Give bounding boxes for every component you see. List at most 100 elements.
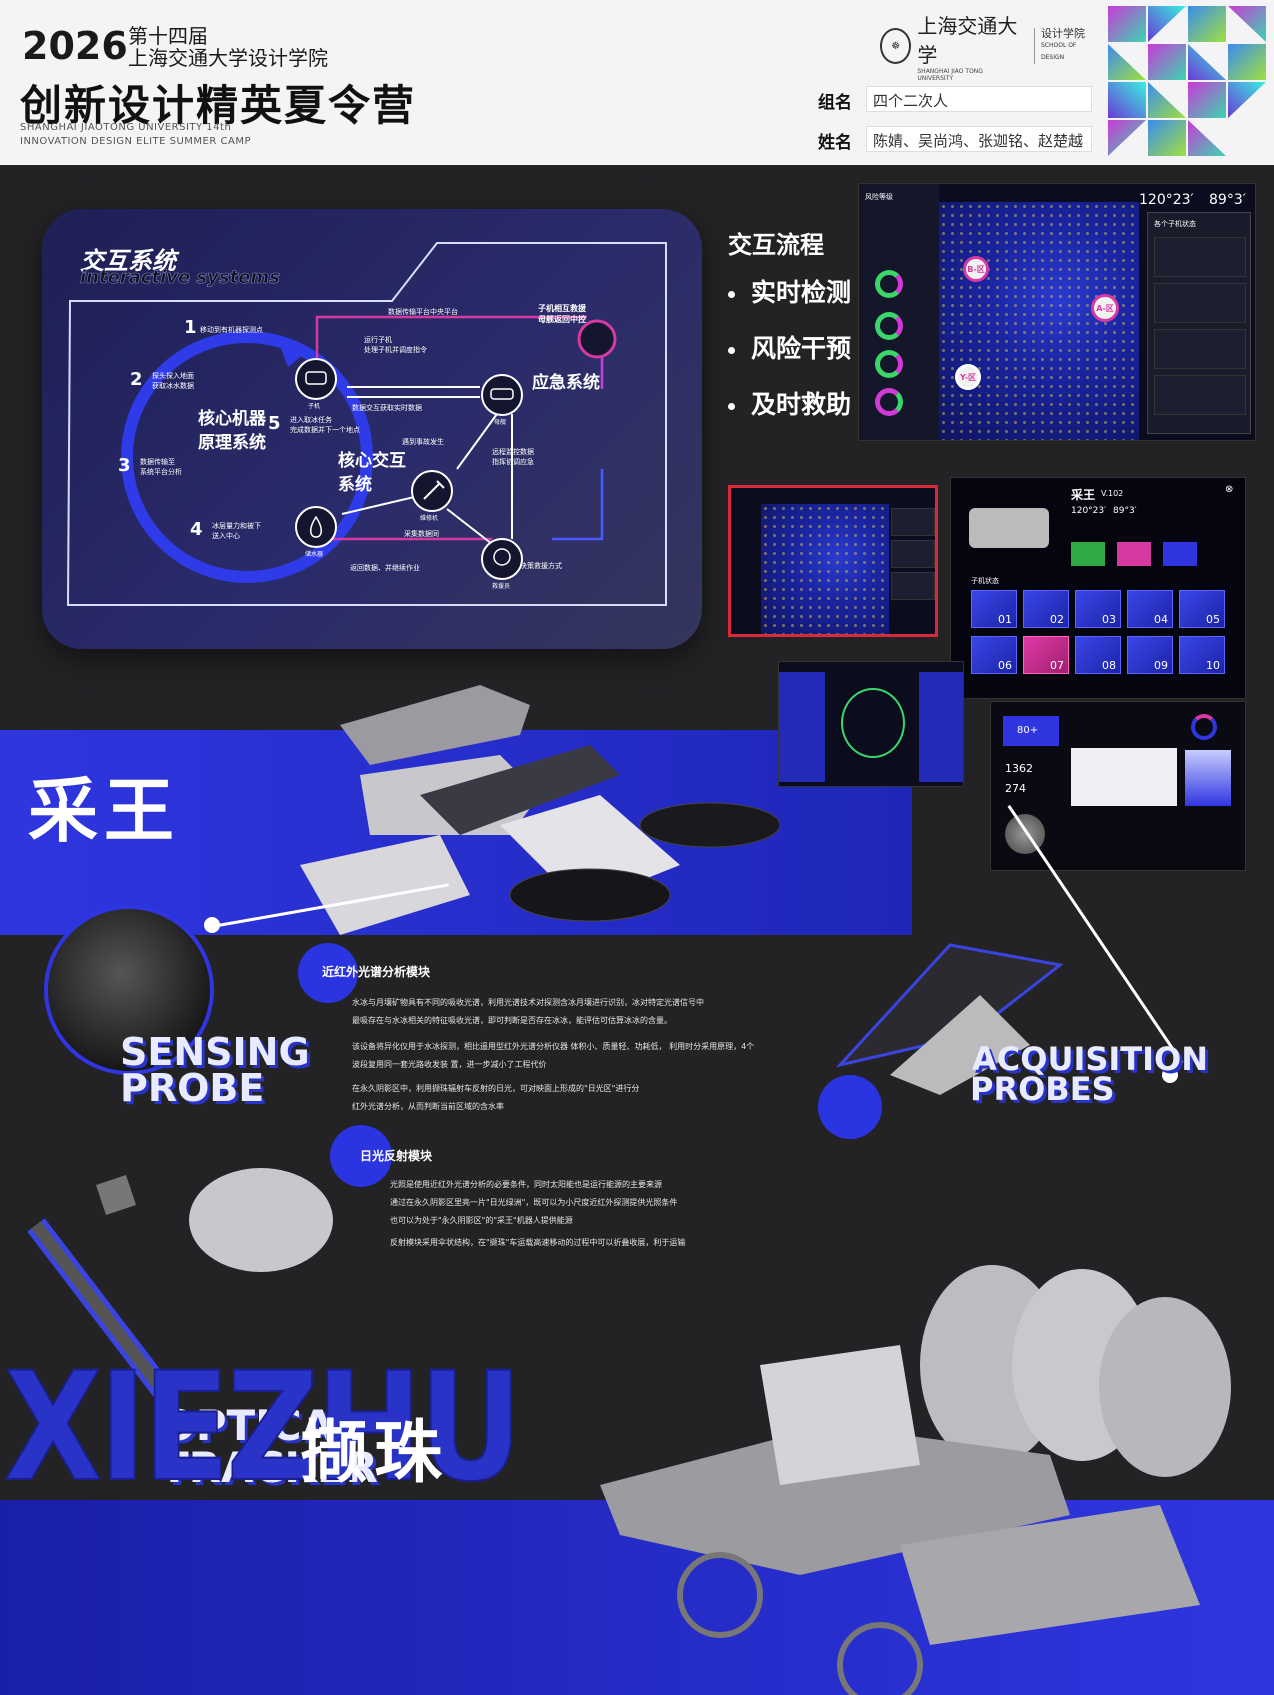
design-school-logo: 设计学院 SCHOOL OF DESIGN <box>1034 28 1090 64</box>
group-label: 组名 <box>818 93 852 113</box>
step-4-text: 冰层量力和被下 送入中心 <box>212 522 261 540</box>
nir-line-5: 在永久阴影区中，利用撷珠辐射车反射的日光，可对映面上形成的"日光区"进行分 <box>352 1084 640 1093</box>
sjtu-logo-en: SHANGHAI JIAO TONG UNIVERSITY <box>917 68 983 82</box>
unit-tile-06[interactable]: 06 <box>971 636 1017 674</box>
acquisition-title-2: PROBES <box>970 1070 1115 1108</box>
unit-card[interactable] <box>1154 375 1246 415</box>
step-1-text: 移动到有机器探测点 <box>200 326 263 334</box>
donut-gauge <box>1191 714 1217 740</box>
unit-tile-08[interactable]: 08 <box>1075 636 1121 674</box>
bullet-icon <box>728 402 735 410</box>
detail-section: 子机状态 <box>971 577 999 585</box>
bar-panel <box>1071 748 1177 806</box>
nir-line-2: 最吸存在与水冰相关的特征吸收光谱，即可判断是否存在冰冰，能评估可估算冰冰的含量。 <box>352 1016 672 1025</box>
coord-latitude: 89°3′ <box>1209 192 1246 208</box>
return-text: 子机相互救援 母舰返回中控 <box>538 304 586 324</box>
step-4-number: 4 <box>190 519 203 540</box>
status-chip-green <box>1071 542 1105 566</box>
zone-pin-y[interactable]: Y-区 <box>955 364 981 390</box>
flow-item-3: 及时救助 <box>728 385 851 421</box>
unit-tile-10[interactable]: 10 <box>1179 636 1225 674</box>
alert-hex-map <box>761 504 889 634</box>
optical-title-1: OPTICAL <box>160 1401 361 1450</box>
unit-tile-03[interactable]: 03 <box>1075 590 1121 628</box>
poster-header: 2026 第十四届 上海交通大学设计学院 创新设计精英夏令营 SHANGHAI … <box>0 0 1274 165</box>
interaction-system-panel: 交互系统 interactive systems 核心机器 原理系统 核心交互 … <box>42 209 702 649</box>
units-header: 各个子机状态 <box>1154 220 1196 228</box>
english-subtitle-2: INNOVATION DESIGN ELITE SUMMER CAMP <box>20 136 251 147</box>
alert-screen <box>728 485 938 637</box>
callout-dot <box>204 917 220 933</box>
node-repair-label: 维修机 <box>420 515 439 522</box>
alert-unit-card <box>891 540 935 568</box>
step-2-number: 2 <box>130 369 143 390</box>
nir-line-6: 红外光谱分析，从而判断当前区域的含水率 <box>352 1102 504 1111</box>
node-child-label: 子机 <box>308 403 321 410</box>
unit-tile-09[interactable]: 09 <box>1127 636 1173 674</box>
unit-card[interactable] <box>1154 329 1246 369</box>
step-5-number: 5 <box>268 413 281 434</box>
caiwang-title: 采王 <box>28 770 180 852</box>
step-5-text: 进入取冰任务 完成数据并下一个地点 <box>290 416 360 434</box>
route-ring <box>841 688 905 758</box>
interaction-diagram <box>66 242 667 606</box>
unit-tile-02[interactable]: 02 <box>1023 590 1069 628</box>
xiezhu-english-title: XIEZHU <box>3 1341 523 1515</box>
zone-pin-a[interactable]: A-区 <box>1091 294 1119 322</box>
edition-line-1: 第十四届 <box>128 24 208 48</box>
interaction-title: 交互系统 <box>80 247 176 275</box>
unit-tile-04[interactable]: 04 <box>1127 590 1173 628</box>
stat-value-1: 1362 <box>1005 762 1033 775</box>
detail-coord-lat: 89°3′ <box>1113 506 1137 516</box>
center-text-2: 数据交互获取实时数据 <box>352 404 422 412</box>
unit-card[interactable] <box>1154 283 1246 323</box>
map-right-list <box>919 672 963 782</box>
core-interaction-label: 核心交互 系统 <box>338 451 406 495</box>
unit-tile-07[interactable]: 07 <box>1023 636 1069 674</box>
hex-map <box>939 202 1139 440</box>
edition-line-2: 上海交通大学设计学院 <box>128 46 328 70</box>
node-mother-label: 母舰 <box>494 419 507 426</box>
risk-gauge-2 <box>875 312 903 340</box>
unit-tile-05[interactable]: 05 <box>1179 590 1225 628</box>
top-flow-text: 数据传输平台中央平台 <box>388 308 458 316</box>
design-logo-en: SCHOOL OF DESIGN <box>1041 42 1077 61</box>
nir-badge <box>298 943 358 1003</box>
detail-name: 采王 <box>1071 488 1096 502</box>
acquisition-title-1: ACQUISITION <box>972 1040 1209 1078</box>
step-1-number: 1 <box>184 317 197 338</box>
optical-title-2: TRACKER <box>160 1443 378 1492</box>
university-seal-icon: ☸ <box>880 28 912 64</box>
flow-item-1-label: 实时检测 <box>751 278 852 307</box>
unit-tile-01[interactable]: 01 <box>971 590 1017 628</box>
flow-item-2: 风险干预 <box>728 329 851 365</box>
node-water-label: 储水器 <box>305 551 324 558</box>
zone-pin-b[interactable]: B-区 <box>963 256 989 282</box>
node-rescue-label: 救援员 <box>492 583 511 590</box>
emergency-label: 应急系统 <box>532 373 600 393</box>
detail-coord-lon: 120°23′ <box>1071 506 1107 516</box>
risk-gauge-4 <box>875 388 903 416</box>
sun-line-4: 反射模块采用伞状结构，在"撷珠"车运载高速移动的过程中可以折叠收展，利于运输 <box>390 1238 686 1247</box>
vehicle-illustration <box>969 508 1049 548</box>
step-2-text: 探头探入地面 获取冰水数据 <box>152 372 194 390</box>
decor-blue-dot <box>818 1075 882 1139</box>
kpi-card: 80+ <box>1003 716 1059 746</box>
sun-title: 日光反射模块 <box>360 1149 433 1163</box>
status-chip-magenta <box>1117 542 1151 566</box>
sensing-title-2: PROBE <box>120 1066 265 1110</box>
name-label: 姓名 <box>818 133 852 153</box>
flow-item-2-label: 风险干预 <box>751 334 852 363</box>
xiezhu-rover-illustration <box>600 1265 1231 1695</box>
english-subtitle-1: SHANGHAI JIAOTONG UNIVERSITY 14th <box>20 122 232 133</box>
page-title: 创新设计精英夏令营 <box>20 81 417 130</box>
risk-sidebar: 风险等级 <box>859 184 939 440</box>
risk-header: 风险等级 <box>865 193 893 201</box>
year: 2026 <box>22 24 128 68</box>
coord-longitude: 120°23′ <box>1139 192 1194 208</box>
unit-card[interactable] <box>1154 237 1246 277</box>
map-left-list <box>779 672 825 782</box>
stacked-chart <box>1185 750 1231 806</box>
close-icon[interactable]: ⊗ <box>1225 484 1234 495</box>
bullet-icon <box>728 290 735 298</box>
